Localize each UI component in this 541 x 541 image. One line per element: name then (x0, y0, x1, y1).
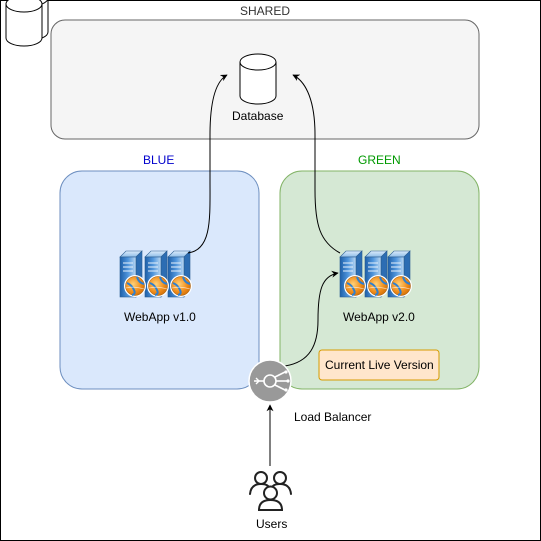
webapp-v2-icon (340, 251, 412, 297)
live-version-badge (318, 349, 440, 381)
webapp-v2-label: WebApp v2.0 (343, 310, 415, 324)
load-balancer-icon (248, 359, 292, 403)
edge-webapp-v2-to-database (292, 74, 341, 254)
green-zone-title: GREEN (358, 153, 401, 167)
edge-webapp-v1-to-database (187, 74, 228, 254)
load-balancer-label: Load Balancer (294, 410, 372, 424)
live-version-label: Current Live Version (325, 358, 434, 372)
webapp-v1-icon (120, 251, 192, 297)
shared-zone-title: SHARED (240, 4, 291, 18)
users-icon (249, 471, 292, 511)
database-label: Database (232, 109, 284, 123)
edge-load-balancer-to-webapp-v2 (284, 270, 339, 367)
database-icon (5, 0, 277, 105)
blue-zone-title: BLUE (143, 153, 175, 167)
users-label: Users (256, 517, 288, 531)
webapp-v1-label: WebApp v1.0 (124, 310, 196, 324)
